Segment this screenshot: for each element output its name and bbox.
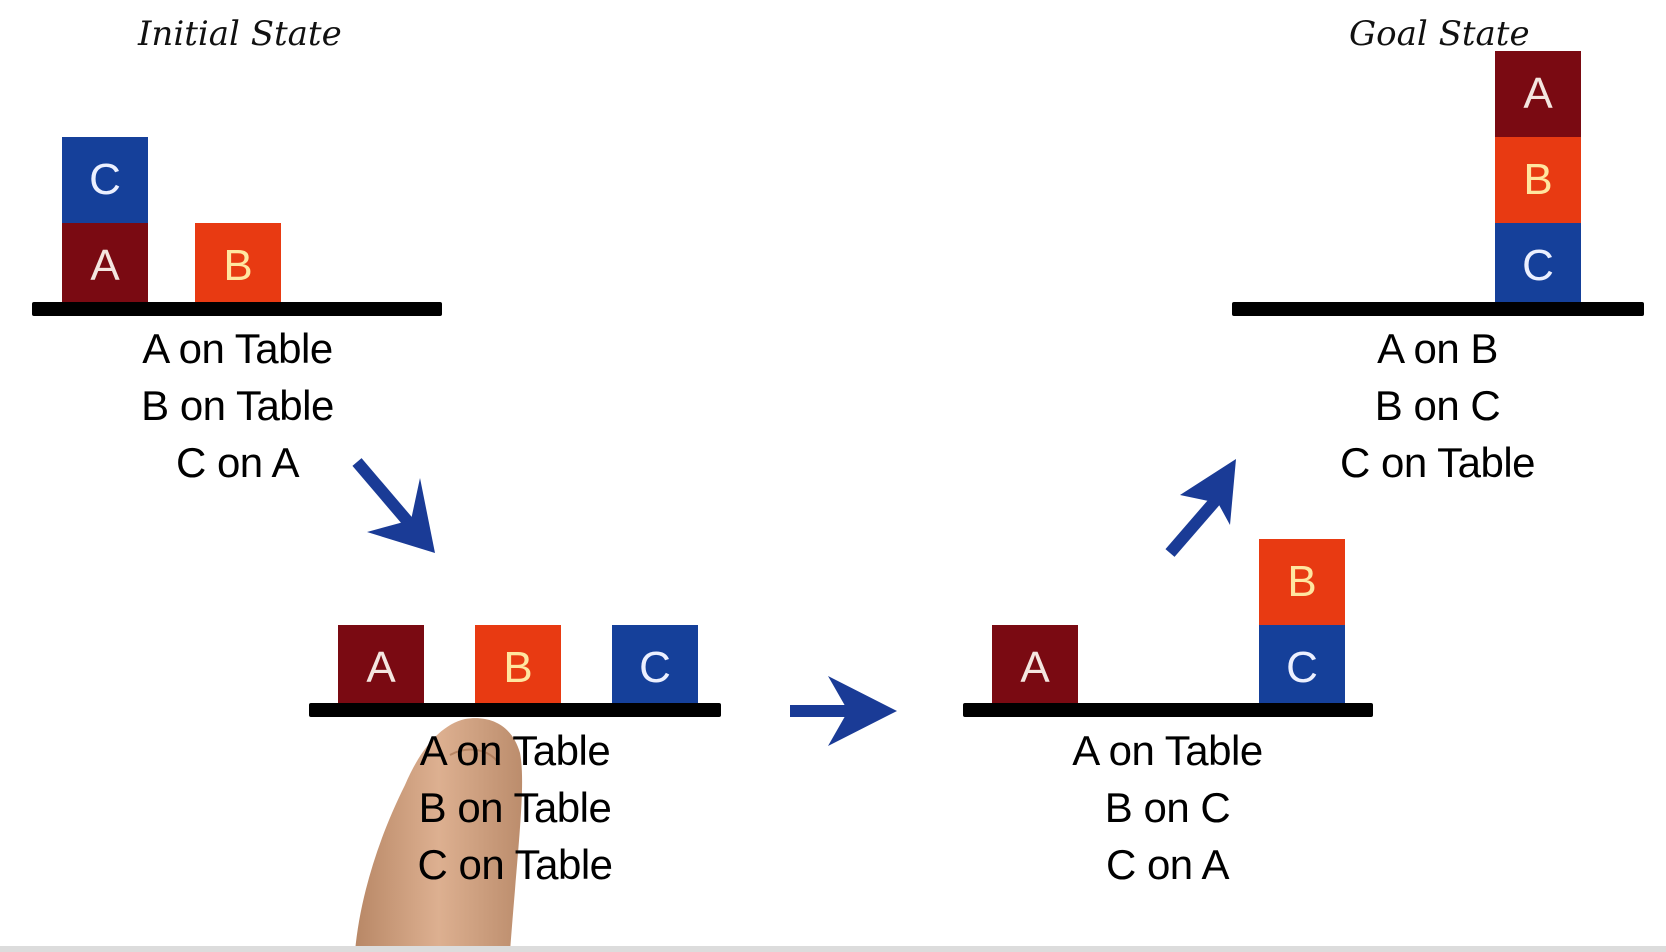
initial-table (32, 302, 442, 316)
goal-block-a: A (1495, 51, 1581, 137)
intermediate1-block-c: C (612, 625, 698, 711)
pointing-finger (355, 718, 523, 952)
intermediate1-table (309, 703, 721, 717)
arrow-icon (790, 676, 897, 746)
predicate: A on Table (419, 727, 611, 774)
goal-state-heading: Goal State (1349, 14, 1530, 54)
arrow-icon (352, 458, 435, 553)
intermediate2-block-b: B (1259, 539, 1345, 625)
goal-block-b: B (1495, 137, 1581, 223)
predicate: B on Table (418, 784, 612, 831)
goal-table (1232, 302, 1644, 316)
intermediate2-table (963, 703, 1373, 717)
intermediate1-predicates: A on Table B on Table C on Table (375, 722, 655, 893)
intermediate2-predicates: A on Table B on C C on A (1030, 722, 1305, 893)
predicate: C on A (175, 439, 300, 486)
intermediate2-block-a: A (992, 625, 1078, 711)
intermediate1-block-a: A (338, 625, 424, 711)
intermediate2-block-c: C (1259, 625, 1345, 711)
predicate: C on A (1105, 841, 1230, 888)
goal-predicates: A on B B on C C on Table (1300, 320, 1575, 491)
initial-predicates: A on Table B on Table C on A (100, 320, 375, 491)
initial-block-c: C (62, 137, 148, 223)
predicate: A on Table (1072, 727, 1263, 774)
arrow-icon (1165, 459, 1236, 557)
initial-block-b: B (195, 223, 281, 309)
predicate: C on Table (1339, 439, 1536, 486)
predicate: A on Table (142, 325, 333, 372)
predicate: B on Table (141, 382, 334, 429)
predicate: B on C (1104, 784, 1231, 831)
intermediate1-block-b: B (475, 625, 561, 711)
initial-state-heading: Initial State (138, 14, 342, 54)
initial-block-a: A (62, 223, 148, 309)
goal-block-c: C (1495, 223, 1581, 309)
predicate: C on Table (417, 841, 613, 888)
predicate: B on C (1374, 382, 1501, 429)
bottom-divider (0, 946, 1666, 952)
predicate: A on B (1377, 325, 1498, 372)
